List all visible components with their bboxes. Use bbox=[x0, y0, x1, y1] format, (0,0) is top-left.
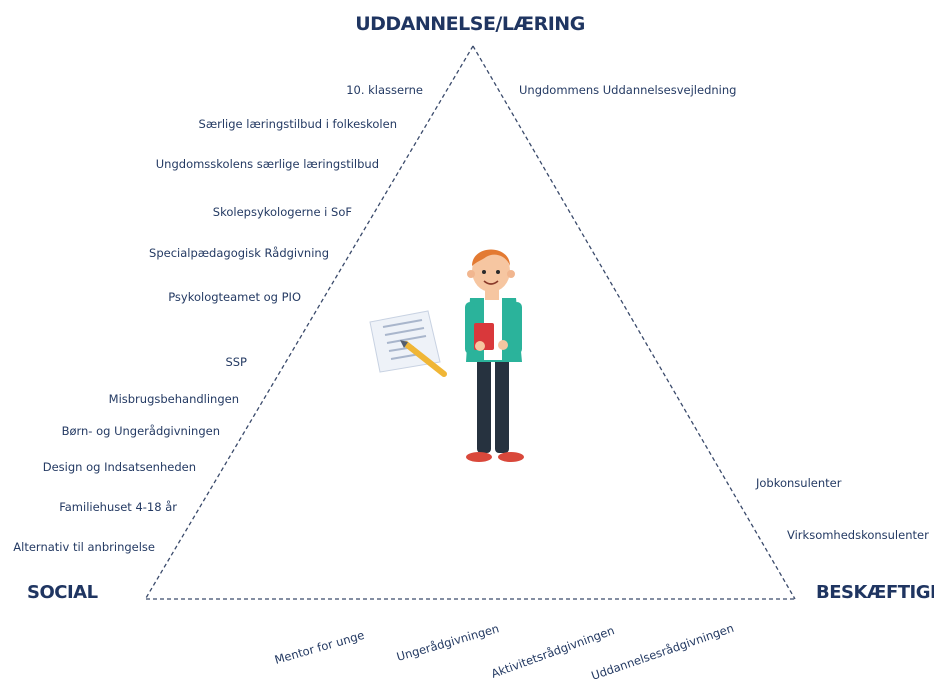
corner-right-label: BESKÆFTIGELSE bbox=[816, 582, 934, 603]
left-label: Psykologteamet og PIO bbox=[168, 290, 301, 304]
left-label: Misbrugsbehandlingen bbox=[109, 392, 239, 406]
left-label: Ungdomsskolens særlige læringstilbud bbox=[156, 157, 379, 171]
right-label: Virksomhedskonsulenter bbox=[787, 528, 929, 542]
bottom-label: Mentor for unge bbox=[273, 628, 366, 667]
bottom-label: Ungerådgivningen bbox=[395, 621, 501, 664]
left-label: Design og Indsatsenheden bbox=[43, 460, 196, 474]
left-label: 10. klasserne bbox=[346, 83, 423, 97]
right-edge bbox=[472, 45, 796, 600]
student-illustration bbox=[465, 249, 524, 462]
left-edge bbox=[145, 45, 474, 599]
left-label: Særlige læringstilbud i folkeskolen bbox=[199, 117, 397, 131]
right-label: Ungdommens Uddannelsesvejledning bbox=[519, 83, 736, 97]
left-label: Skolepsykologerne i SoF bbox=[213, 205, 352, 219]
corner-left-label: SOCIAL bbox=[27, 582, 98, 603]
pencil-icon bbox=[400, 340, 447, 377]
left-label: Specialpædagogisk Rådgivning bbox=[149, 246, 329, 260]
left-label: Familiehuset 4-18 år bbox=[59, 500, 177, 514]
left-label: Børn- og Ungerådgivningen bbox=[62, 424, 220, 438]
left-label: SSP bbox=[225, 355, 247, 369]
left-label: Alternativ til anbringelse bbox=[13, 540, 155, 554]
right-label: Jobkonsulenter bbox=[755, 476, 842, 490]
corner-top-label: UDDANNELSE/LÆRING bbox=[355, 13, 585, 35]
